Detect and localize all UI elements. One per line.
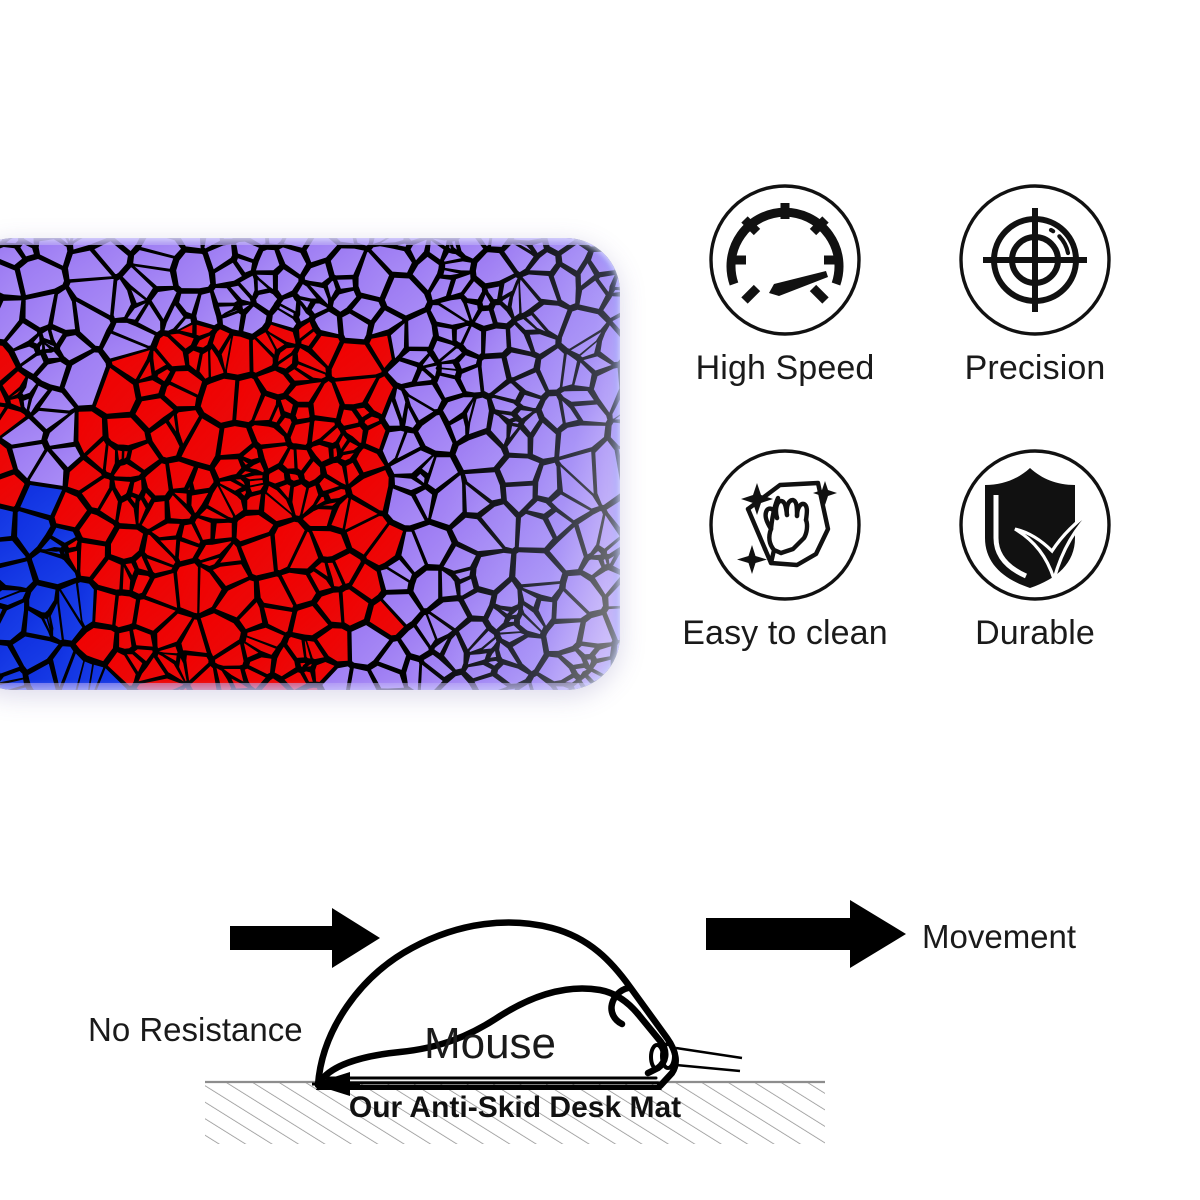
feature-item-high-speed: High Speed bbox=[660, 180, 910, 387]
voronoi-mosaic-pattern bbox=[0, 238, 620, 690]
feature-label: Durable bbox=[975, 614, 1095, 652]
mouse-label: Mouse bbox=[424, 1019, 556, 1068]
feature-item-durable: Durable bbox=[910, 445, 1160, 652]
mouse-movement-diagram: No Resistance Movement Mouse Our Anti-Sk… bbox=[60, 880, 1140, 1170]
desk-mat-label: Our Anti-Skid Desk Mat bbox=[349, 1091, 681, 1124]
feature-label: Easy to clean bbox=[682, 614, 888, 652]
crosshair-target-icon bbox=[959, 184, 1111, 336]
mousepad-surface bbox=[0, 238, 620, 690]
hatched-ground-icon bbox=[205, 1080, 825, 1144]
feature-grid: High Speed Precision bbox=[660, 180, 1160, 700]
feature-label: High Speed bbox=[695, 349, 875, 387]
mousepad-product-image bbox=[0, 238, 620, 690]
movement-label: Movement bbox=[922, 918, 1076, 955]
feature-label: Precision bbox=[964, 349, 1106, 387]
feature-item-easy-to-clean: Easy to clean bbox=[660, 445, 910, 652]
right-arrow-outline-icon bbox=[706, 900, 906, 968]
shield-check-icon bbox=[959, 449, 1111, 601]
feature-item-precision: Precision bbox=[910, 180, 1160, 387]
left-arrow-outline-icon bbox=[230, 908, 380, 968]
mouse-diagram-svg: No Resistance Movement Mouse Our Anti-Sk… bbox=[88, 900, 1076, 1144]
cleaning-cloth-icon bbox=[709, 449, 861, 601]
mouse-cable-icon bbox=[649, 1042, 743, 1073]
speedometer-icon bbox=[709, 184, 861, 336]
no-resistance-label: No Resistance bbox=[88, 1011, 303, 1048]
